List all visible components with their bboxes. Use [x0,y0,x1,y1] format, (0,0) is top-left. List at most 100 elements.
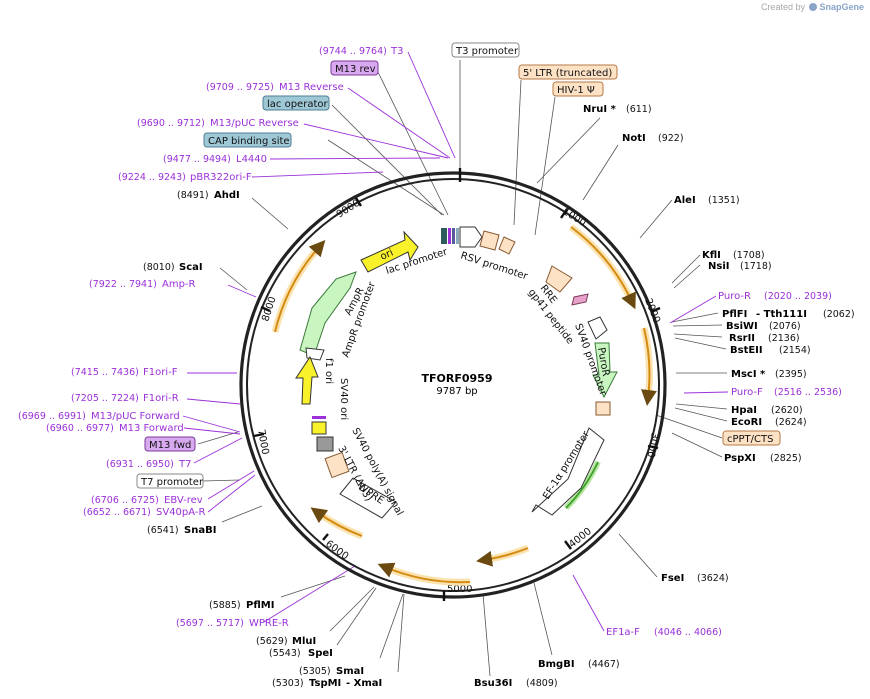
site-msci-pos: (2395) [775,369,807,380]
backbone-inner-ring [246,178,660,592]
tick-label-3000: 3000 [645,431,660,458]
primer-sv40pa-r: SV40pA-R [156,507,205,518]
primer-m13-forward: M13 Forward [119,423,184,434]
feature-label-ori: ori [379,247,395,262]
site-alei-pos: (1351) [708,195,740,206]
feature-shapes [295,226,618,519]
site-fsei-pos: (3624) [697,573,729,584]
primer-m13puc-forward-pos: (6969 .. 6991) [18,411,86,422]
feature-label-puror: PuroR [595,347,611,378]
primer-l4440-pos: (9477 .. 9494) [163,154,231,165]
site-nsii-pos: (1718) [740,261,772,272]
plasmid-name: TFORF0959 [422,372,493,385]
site-tspmi: TspMI [309,678,341,689]
site-smai: SmaI [336,666,364,677]
site-kfli: KflI [702,250,721,261]
site-tth111i: - Tth111I [756,309,807,320]
primer-amp-r-pos: (7922 .. 7941) [89,279,157,290]
tick-label-7000: 7000 [255,429,270,456]
site-tspmi-pos: (5303) [272,678,304,689]
primer-puro-r: Puro-R [718,291,751,302]
site-scai: ScaI [179,262,203,273]
site-spei-pos: (5543) [269,648,301,659]
box-label-t3-promoter: T3 promoter [455,46,519,57]
site-pflfi-pos: (2062) [823,309,855,320]
primer-labels: (9744 .. 9764) T3 (9709 .. 9725) M13 Rev… [18,46,842,638]
primer-ef1a-f-pos: (4046 .. 4066) [654,627,722,638]
tick-label-5000: 5000 [447,584,472,595]
primer-f1ori-r: F1ori-R [143,393,179,404]
box-label-lac-operator: lac operator [267,99,328,110]
primer-wpre-r: WPRE-R [249,618,289,629]
primer-amp-r: Amp-R [162,279,196,290]
primer-ebv-rev: EBV-rev [164,495,203,506]
site-snabi: SnaBI [184,525,216,536]
primer-m13puc-reverse-pos: (9690 .. 9712) [137,118,205,129]
primer-f1ori-r-pos: (7205 .. 7224) [71,393,139,404]
primer-m13-reverse: M13 Reverse [279,82,344,93]
site-hpai: HpaI [731,405,757,416]
primer-f1ori-f-pos: (7415 .. 7436) [71,367,139,378]
site-nrui-pos: (611) [626,104,652,115]
site-bsiwi: BsiWI [726,321,758,332]
primer-sv40pa-r-pos: (6652 .. 6671) [83,507,151,518]
primer-m13-forward-pos: (6960 .. 6977) [46,423,114,434]
site-bmgbi: BmgBI [538,659,575,670]
site-mlui-pos: (5629) [256,636,288,647]
primer-t3: T3 [390,46,403,57]
primer-t7: T7 [178,459,191,470]
primer-puro-f-pos: (2516 .. 2536) [774,387,842,398]
site-kfli-pos: (1708) [733,250,765,261]
snapgene-credit: Created by SnapGene [761,2,864,12]
primer-wpre-r-pos: (5697 .. 5717) [176,618,244,629]
primer-puro-f: Puro-F [731,387,763,398]
box-label-m13-rev: M13 rev [335,64,376,75]
site-smai-pos: (5305) [299,666,331,677]
primer-m13puc-forward: M13/pUC Forward [91,411,180,422]
site-msci: MscI * [731,369,766,380]
primer-pbr322ori-f: pBR322ori-F [190,172,252,183]
primer-ebv-rev-pos: (6706 .. 6725) [91,495,159,506]
box-label-cap-binding-site: CAP binding site [208,136,290,147]
site-ahdi: AhdI [214,190,240,201]
site-bsu36i: Bsu36I [474,678,512,689]
site-ecori-pos: (2624) [775,417,807,428]
site-pflfi: PflFI [722,309,747,320]
site-bsteii: BstEII [730,345,763,356]
orf-arcs [271,224,657,586]
feature-label-f1-ori: f1 ori [323,358,334,384]
site-spei: SpeI [308,648,333,659]
site-snabi-pos: (6541) [147,525,179,536]
site-nsii: NsiI [708,261,729,272]
site-pflmi-pos: (5885) [209,600,241,611]
primer-m13puc-reverse: M13/pUC Reverse [210,118,299,129]
snapgene-logo-icon [809,3,818,11]
primer-puro-r-pos: (2020 .. 2039) [764,291,832,302]
site-xmai: - XmaI [346,678,382,689]
primer-t3-pos: (9744 .. 9764) [319,46,387,57]
tick-label-6000: 6000 [323,539,350,563]
site-bsiwi-pos: (2076) [769,321,801,332]
restriction-sites: NruI * (611) NotI (922) AleI (1351) KflI… [143,104,855,689]
primer-leader-lines [182,51,729,632]
box-label-hiv1-psi: HIV-1 Ψ [557,85,595,96]
primer-pbr322ori-f-pos: (9224 .. 9243) [118,172,186,183]
site-ahdi-pos: (8491) [177,190,209,201]
site-leader-lines [197,60,728,677]
primer-f1ori-f: F1ori-F [143,367,178,378]
box-label-m13-fwd: M13 fwd [149,440,191,451]
site-noti-pos: (922) [658,133,684,144]
site-alei: AleI [674,195,696,206]
site-scai-pos: (8010) [143,262,175,273]
site-ecori: EcoRI [731,417,762,428]
site-bsteii-pos: (2154) [779,345,811,356]
plasmid-length: 9787 bp [436,386,477,397]
primer-ef1a-f: EF1a-F [606,627,640,638]
site-noti: NotI [622,133,646,144]
site-rsrii-pos: (2136) [768,333,800,344]
primer-m13-reverse-pos: (9709 .. 9725) [206,82,274,93]
site-pflmi: PflMI [246,600,274,611]
feature-label-sv40-ori: SV40 ori [338,378,349,420]
box-label-5-ltr: 5' LTR (truncated) [523,68,612,79]
